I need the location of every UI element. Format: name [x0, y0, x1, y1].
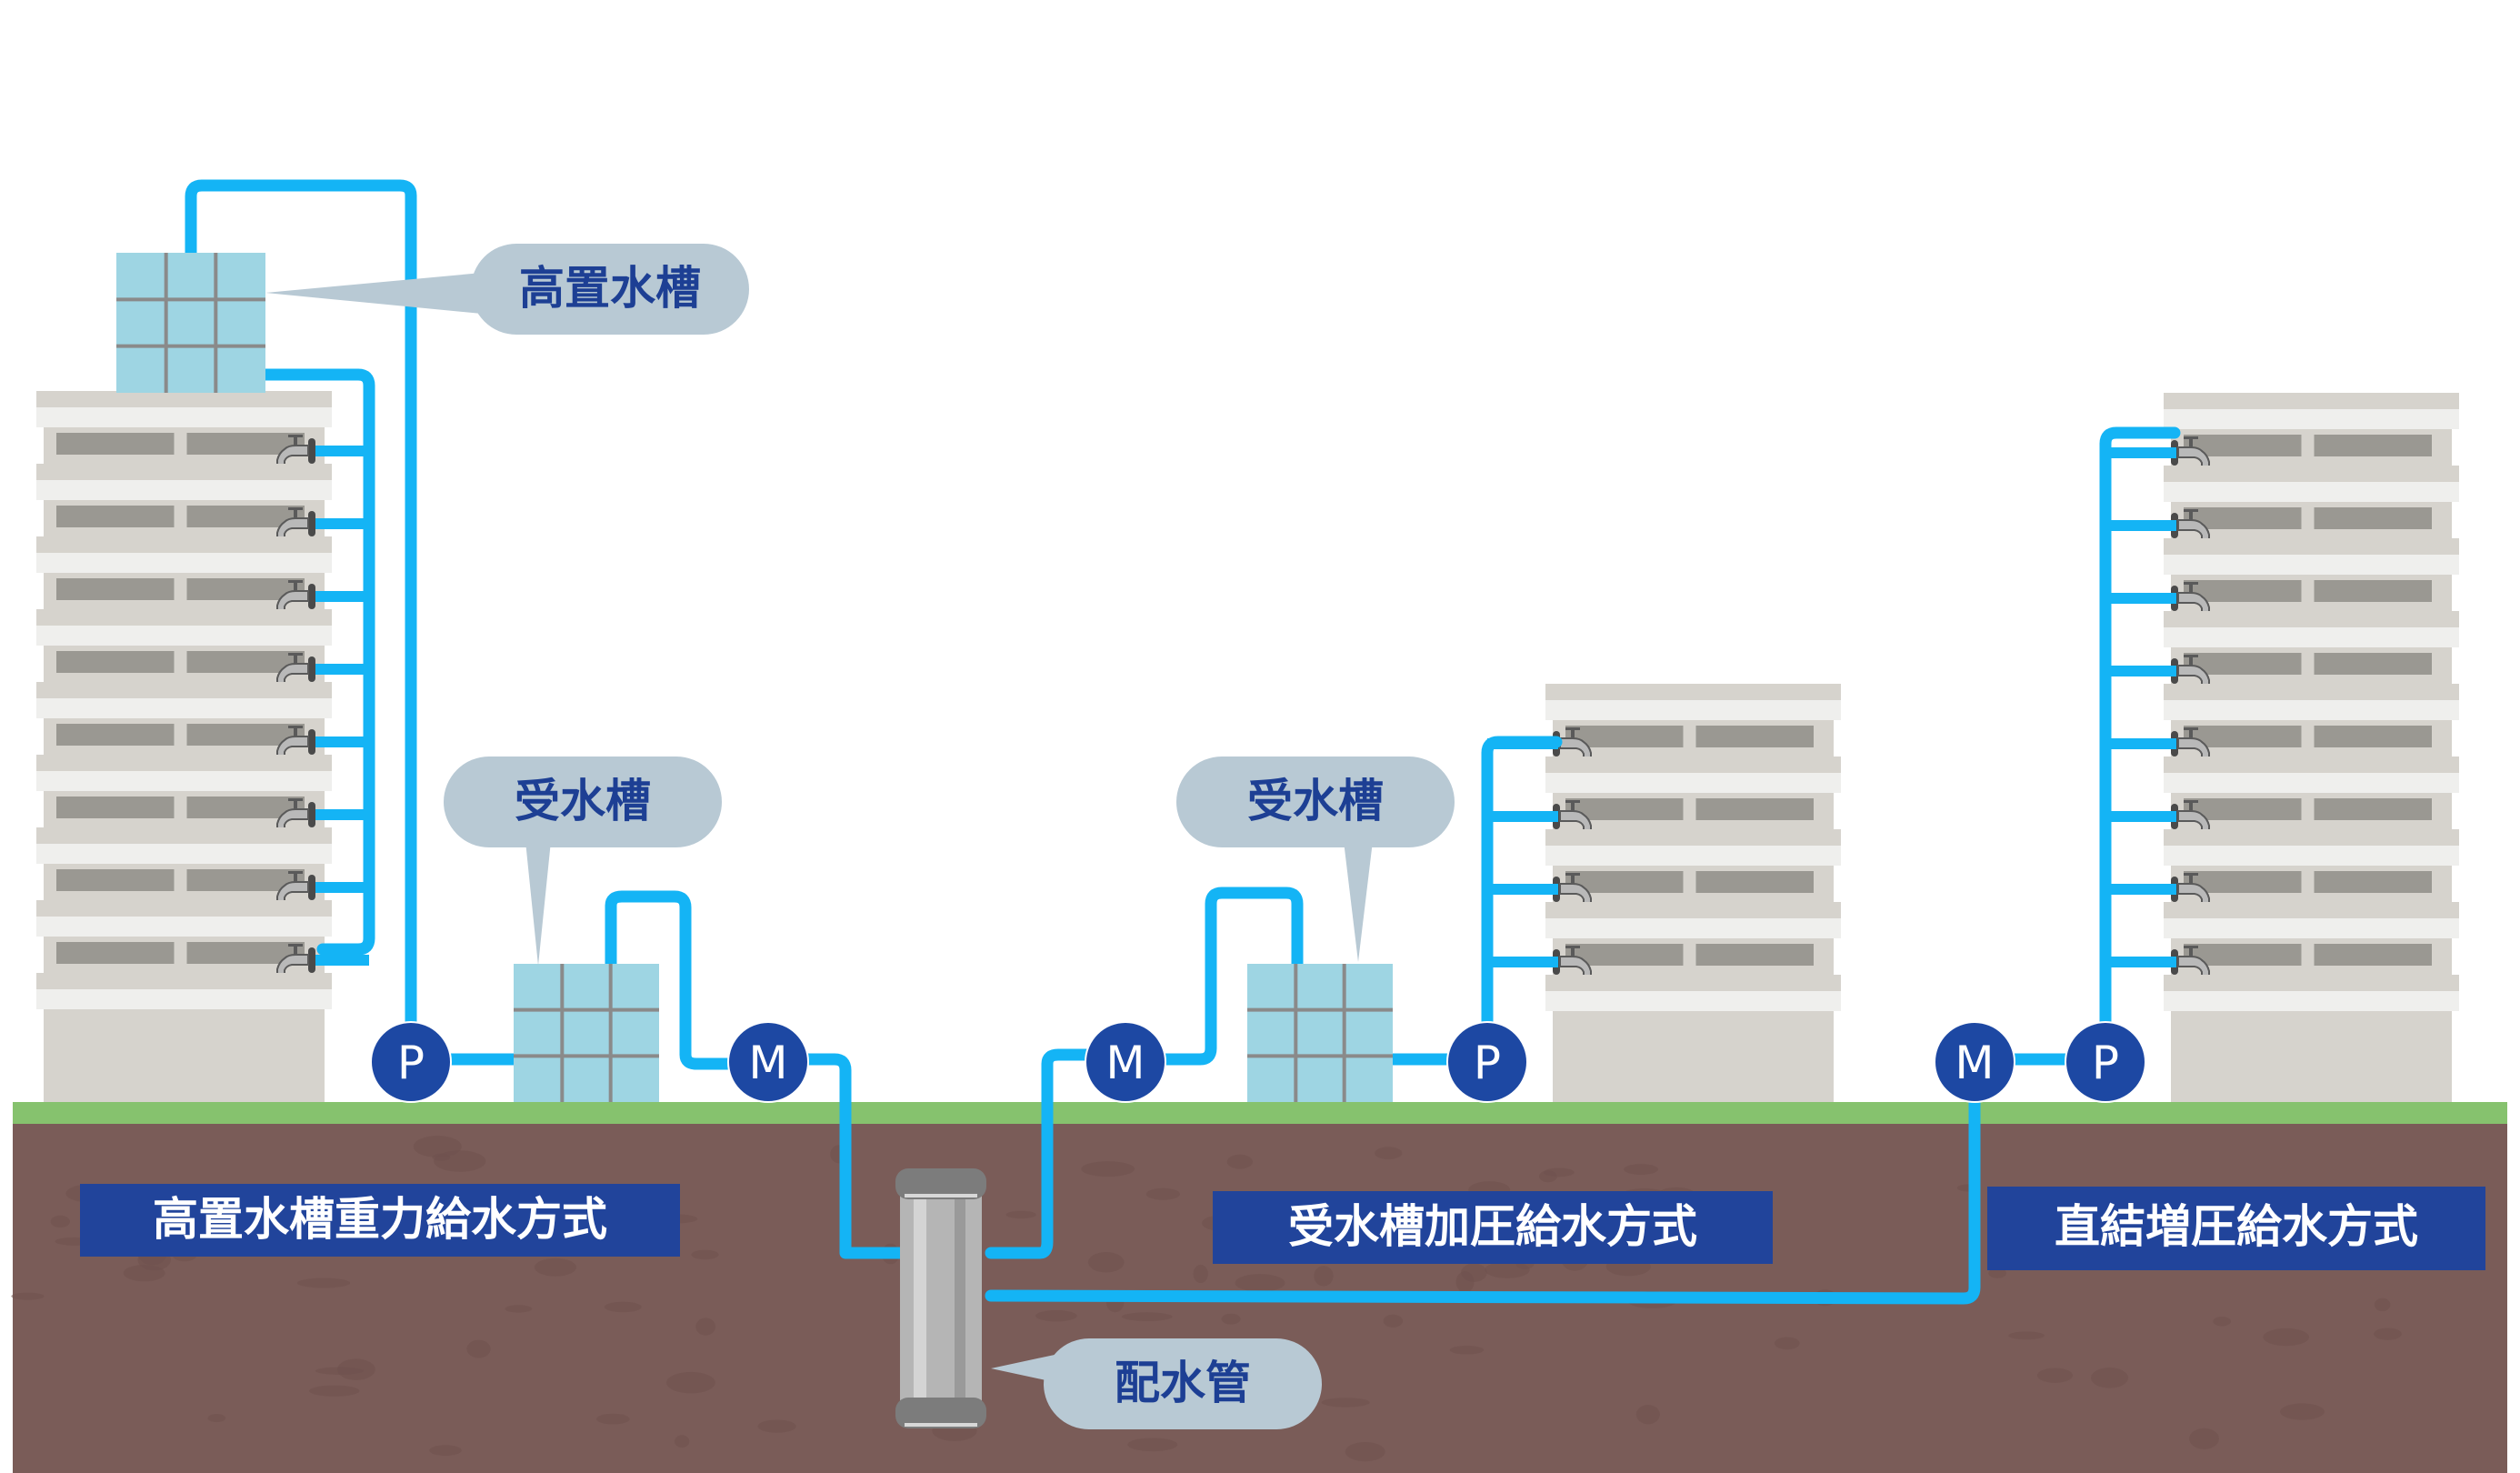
pipe-main-to-meter-2 — [985, 1048, 1132, 1259]
meter-node-3: M — [1934, 1021, 2015, 1103]
meter-node-2-label: M — [1105, 1037, 1145, 1089]
window — [56, 724, 175, 746]
method-label-tank-pressurized: 受水槽加圧給水方式 — [1213, 1191, 1773, 1264]
window — [2314, 871, 2432, 893]
callout-distribution-main: 配水管 — [991, 1338, 1322, 1429]
pump-node-1: P — [370, 1021, 452, 1103]
pipe-meter2-to-tank2 — [1119, 887, 1304, 1066]
meter-node-1: M — [727, 1021, 809, 1103]
callout-receiving-tank-2: 受水槽 — [1176, 757, 1455, 962]
meter-node-1-label: M — [748, 1037, 787, 1089]
distribution-main-pipe — [895, 1168, 986, 1428]
callout-elevated-tank: 高置水槽 — [265, 244, 749, 335]
receiving-tank-2 — [1247, 964, 1393, 1102]
pipe-tank1-to-meter — [605, 890, 775, 1070]
grass-strip — [13, 1102, 2507, 1124]
window — [2314, 798, 2432, 820]
pump-node-1-label: P — [397, 1037, 425, 1089]
meter-node-2: M — [1085, 1021, 1166, 1103]
window — [56, 942, 175, 964]
window — [2314, 580, 2432, 602]
tank-pressurized-building — [1545, 684, 1841, 1102]
window — [2314, 507, 2432, 529]
direct-booster-building — [2164, 393, 2459, 1102]
method-label-gravity: 高置水槽重力給水方式 — [80, 1184, 680, 1257]
window — [2314, 653, 2432, 675]
callout-elevated-tank-text: 高置水槽 — [519, 262, 701, 315]
window — [56, 433, 175, 455]
window — [2314, 944, 2432, 966]
callout-receiving-tank-1-text: 受水槽 — [515, 775, 651, 827]
pump-node-2: P — [1446, 1021, 1528, 1103]
receiving-tank-1 — [514, 964, 659, 1102]
elevated-water-tank — [116, 253, 265, 393]
callout-receiving-tank-2-text: 受水槽 — [1247, 775, 1384, 827]
pump-node-2-label: P — [1474, 1037, 1501, 1089]
method-label-direct-booster-text: 直結増圧給水方式 — [2055, 1200, 2418, 1253]
window — [56, 797, 175, 818]
window — [2314, 726, 2432, 747]
method-label-gravity-text: 高置水槽重力給水方式 — [153, 1193, 607, 1246]
pipe-pump3-riser — [2099, 426, 2181, 1066]
pump-node-3-label: P — [2092, 1037, 2119, 1089]
method-label-direct-booster: 直結増圧給水方式 — [1987, 1187, 2485, 1270]
window — [1695, 726, 1814, 747]
window — [1695, 871, 1814, 893]
pipe-main-to-meter-3 — [985, 1053, 1981, 1305]
method-label-tank-pressurized-text: 受水槽加圧給水方式 — [1288, 1200, 1697, 1253]
meter-node-3-label: M — [1955, 1037, 1994, 1089]
window — [1695, 944, 1814, 966]
window — [56, 651, 175, 673]
pipe-meter-to-main-left — [762, 1053, 906, 1259]
window — [56, 506, 175, 527]
callout-distribution-main-text: 配水管 — [1115, 1357, 1251, 1409]
gravity-building — [36, 391, 332, 1102]
pipe-elevated-tank-downfeed — [259, 368, 375, 956]
window — [1695, 798, 1814, 820]
window — [2314, 435, 2432, 456]
window — [56, 578, 175, 600]
pump-node-3: P — [2065, 1021, 2146, 1103]
pipe-pump-to-elevated-tank — [185, 179, 417, 1066]
window — [56, 869, 175, 891]
callout-receiving-tank-1: 受水槽 — [444, 757, 722, 966]
